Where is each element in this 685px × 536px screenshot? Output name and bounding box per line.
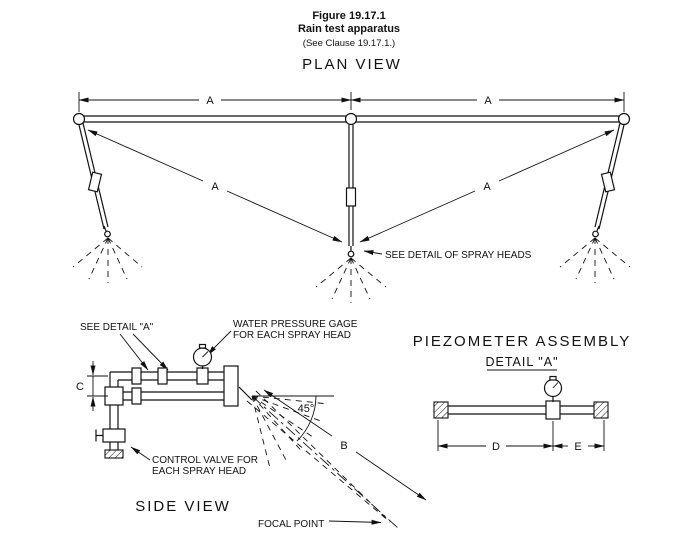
dim-label-arm-a-right: A — [483, 181, 491, 193]
plan-span-dimension-right: A — [350, 95, 625, 107]
dim-label-span-a-right: A — [484, 95, 492, 107]
gage-tee — [545, 400, 561, 420]
piezometer-pipe — [433, 400, 609, 420]
dim-label-b: B — [340, 440, 347, 452]
angle-45-label: 45° — [298, 403, 315, 415]
spray-pattern-center — [315, 257, 387, 303]
control-valve-icon — [95, 428, 126, 443]
focal-point-arrow — [328, 519, 382, 525]
focal-point-callout: FOCAL POINT — [258, 519, 382, 530]
pipe-fitting-center — [344, 112, 358, 126]
side-view-title: SIDE VIEW — [135, 498, 231, 515]
spray-heads-note-label: SEE DETAIL OF SPRAY HEADS — [385, 250, 532, 261]
spray-heads-note: SEE DETAIL OF SPRAY HEADS — [363, 250, 532, 261]
angle-arc — [296, 395, 317, 442]
spray-arm-center — [315, 125, 387, 303]
spray-head-center — [347, 250, 355, 258]
pressure-gauge-icon — [192, 343, 213, 369]
piezometer-dimensions: D E — [437, 420, 605, 453]
pipe-fitting-right — [617, 112, 631, 126]
arm-coupling-center — [345, 187, 357, 207]
arm-coupling-right — [600, 171, 616, 193]
threaded-end-left — [433, 401, 449, 419]
spray-axis — [251, 395, 399, 529]
see-detail-a-callout: SEE DETAIL "A" — [80, 322, 169, 371]
spray-head-mount — [223, 365, 239, 407]
plan-view-drawing: A A — [72, 92, 631, 303]
water-pressure-gage-label-1: WATER PRESSURE GAGE — [233, 319, 358, 330]
piezometer-title: PIEZOMETER ASSEMBLY — [413, 333, 632, 350]
plan-arm-dimension-left: A — [87, 129, 343, 243]
gage-tee-fitting — [196, 367, 209, 385]
pipe-coupling — [131, 367, 142, 385]
spray-arm-left — [72, 122, 143, 283]
spray-nozzle — [238, 386, 253, 401]
spray-arm-right — [559, 122, 631, 283]
spray-head-right — [592, 230, 599, 238]
figure-title: Rain test apparatus — [298, 23, 400, 35]
control-valve-label-2: EACH SPRAY HEAD — [152, 466, 246, 477]
pipe-coupling — [157, 367, 168, 385]
pipe-fitting-left — [72, 112, 86, 126]
figure-number: Figure 19.17.1 — [312, 10, 385, 22]
clause-reference: (See Clause 19.17.1.) — [303, 38, 395, 49]
spray-cone: 45° — [246, 390, 399, 529]
threaded-end-right — [593, 401, 609, 419]
dim-label-e: E — [574, 441, 581, 453]
spray-pattern-left — [72, 237, 143, 283]
plan-arm-dimension-right: A — [359, 129, 615, 243]
dimension-b: B — [263, 389, 427, 501]
dim-label-arm-a-left: A — [211, 181, 219, 193]
side-view-drawing: SEE DETAIL "A" WATER PRESSURE GAGE FOR E… — [76, 319, 427, 530]
focal-point-label: FOCAL POINT — [258, 519, 324, 530]
water-pressure-gage-label-2: FOR EACH SPRAY HEAD — [233, 330, 351, 341]
pipe-end-cap — [104, 449, 124, 459]
dim-label-span-a-left: A — [206, 95, 214, 107]
arm-coupling-left — [87, 171, 103, 193]
plan-view-title: PLAN VIEW — [302, 56, 402, 73]
dim-label-d: D — [492, 441, 500, 453]
detail-a-title: DETAIL "A" — [485, 355, 558, 369]
spray-pattern-right — [559, 237, 631, 283]
supply-pipe — [72, 112, 631, 126]
dim-label-c: C — [76, 381, 84, 393]
water-pressure-gage-callout: WATER PRESSURE GAGE FOR EACH SPRAY HEAD — [207, 319, 358, 356]
pipe-coupling — [131, 387, 142, 405]
see-detail-a-label: SEE DETAIL "A" — [80, 322, 154, 333]
spray-heads-note-arrow — [363, 250, 383, 256]
dimension-c: C — [76, 361, 108, 411]
piezometer-assembly-drawing: PIEZOMETER ASSEMBLY DETAIL "A" D — [413, 333, 632, 453]
control-valve-callout: CONTROL VALVE FOR EACH SPRAY HEAD — [130, 446, 258, 477]
control-valve-label-1: CONTROL VALVE FOR — [152, 455, 258, 466]
side-view-piping — [104, 365, 239, 452]
plan-span-dimension-left: A — [78, 95, 352, 107]
spray-head-left — [104, 230, 111, 238]
piezometer-gauge-icon — [543, 375, 563, 402]
plan-extension-lines — [78, 92, 625, 112]
figure-header: Figure 19.17.1 Rain test apparatus (See … — [298, 10, 402, 73]
